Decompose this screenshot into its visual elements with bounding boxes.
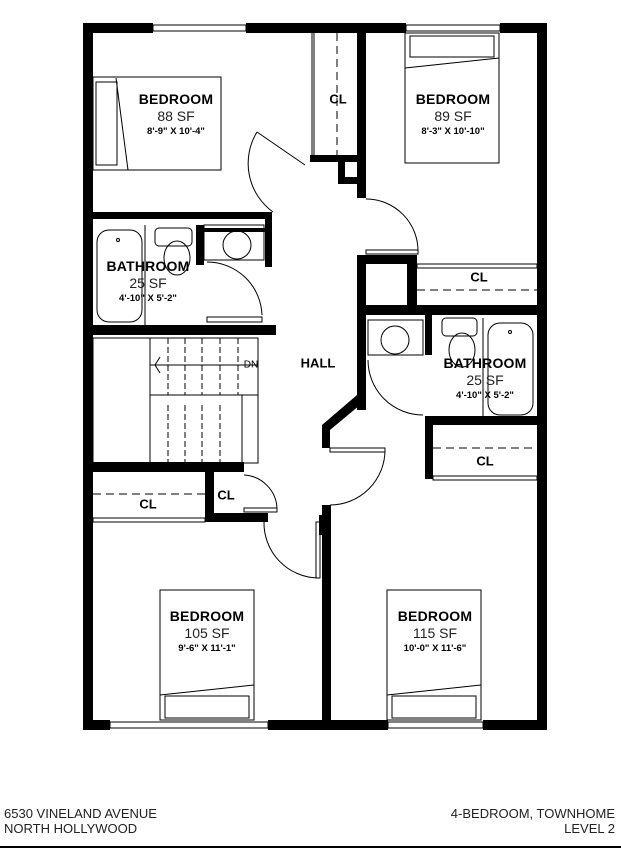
room-dims: 8'-3" X 10'-10" <box>421 126 485 137</box>
room-dims: 9'-6" X 11'-1" <box>178 643 236 654</box>
room-dims: 10'-0" X 11'-6" <box>403 643 467 654</box>
room-area: 115 SF <box>412 625 458 641</box>
closet-label-sw: CL <box>139 496 157 512</box>
room-label-bedroom-nw: BEDROOM 88 SF 8'-9" X 10'-4" <box>139 91 214 137</box>
closet-label-e: CL <box>476 453 494 469</box>
room-label-bathroom-w: BATHROOM 25 SF 4'-10" X 5'-2" <box>107 258 190 304</box>
room-name: BATHROOM <box>443 355 527 371</box>
room-label-bedroom-ne: BEDROOM 89 SF 8'-3" X 10'-10" <box>416 91 491 137</box>
stair-down-label: DN <box>243 359 259 371</box>
room-area: 25 SF <box>129 275 167 291</box>
fixtures <box>92 24 538 729</box>
room-label-bedroom-sw: BEDROOM 105 SF 9'-6" X 11'-1" <box>170 608 245 654</box>
room-area: 88 SF <box>157 108 195 124</box>
room-name: BATHROOM <box>106 258 190 274</box>
address-line-2: NORTH HOLLYWOOD <box>4 821 138 836</box>
room-label-bedroom-se: BEDROOM 115 SF 10'-0" X 11'-6" <box>398 608 473 654</box>
closet-label-nw: CL <box>329 91 347 107</box>
unit-info-block: 4-BEDROOM, TOWNHOME LEVEL 2 <box>451 806 615 836</box>
unit-type: 4-BEDROOM, TOWNHOME <box>450 806 615 821</box>
room-name: BEDROOM <box>169 608 245 624</box>
level: LEVEL 2 <box>564 821 615 836</box>
room-dims: 4'-10" X 5'-2" <box>456 390 514 401</box>
closet-label-small: CL <box>217 487 235 503</box>
hall-label: HALL <box>300 355 336 371</box>
room-area: 25 SF <box>466 372 504 388</box>
room-name: BEDROOM <box>397 608 473 624</box>
closet-label-ne: CL <box>470 269 488 285</box>
footer-divider <box>0 846 621 848</box>
room-dims: 4'-10" X 5'-2" <box>119 293 177 304</box>
room-dims: 8'-9" X 10'-4" <box>147 126 205 137</box>
walls <box>83 23 547 730</box>
floor-plan-drawing <box>83 23 547 730</box>
room-area: 89 SF <box>434 108 472 124</box>
room-name: BEDROOM <box>415 91 491 107</box>
address-block: 6530 VINELAND AVENUE NORTH HOLLYWOOD <box>4 806 157 836</box>
address-line-1: 6530 VINELAND AVENUE <box>4 806 157 821</box>
room-area: 105 SF <box>184 625 230 641</box>
room-label-bathroom-e: BATHROOM 25 SF 4'-10" X 5'-2" <box>444 355 527 401</box>
room-name: BEDROOM <box>138 91 214 107</box>
